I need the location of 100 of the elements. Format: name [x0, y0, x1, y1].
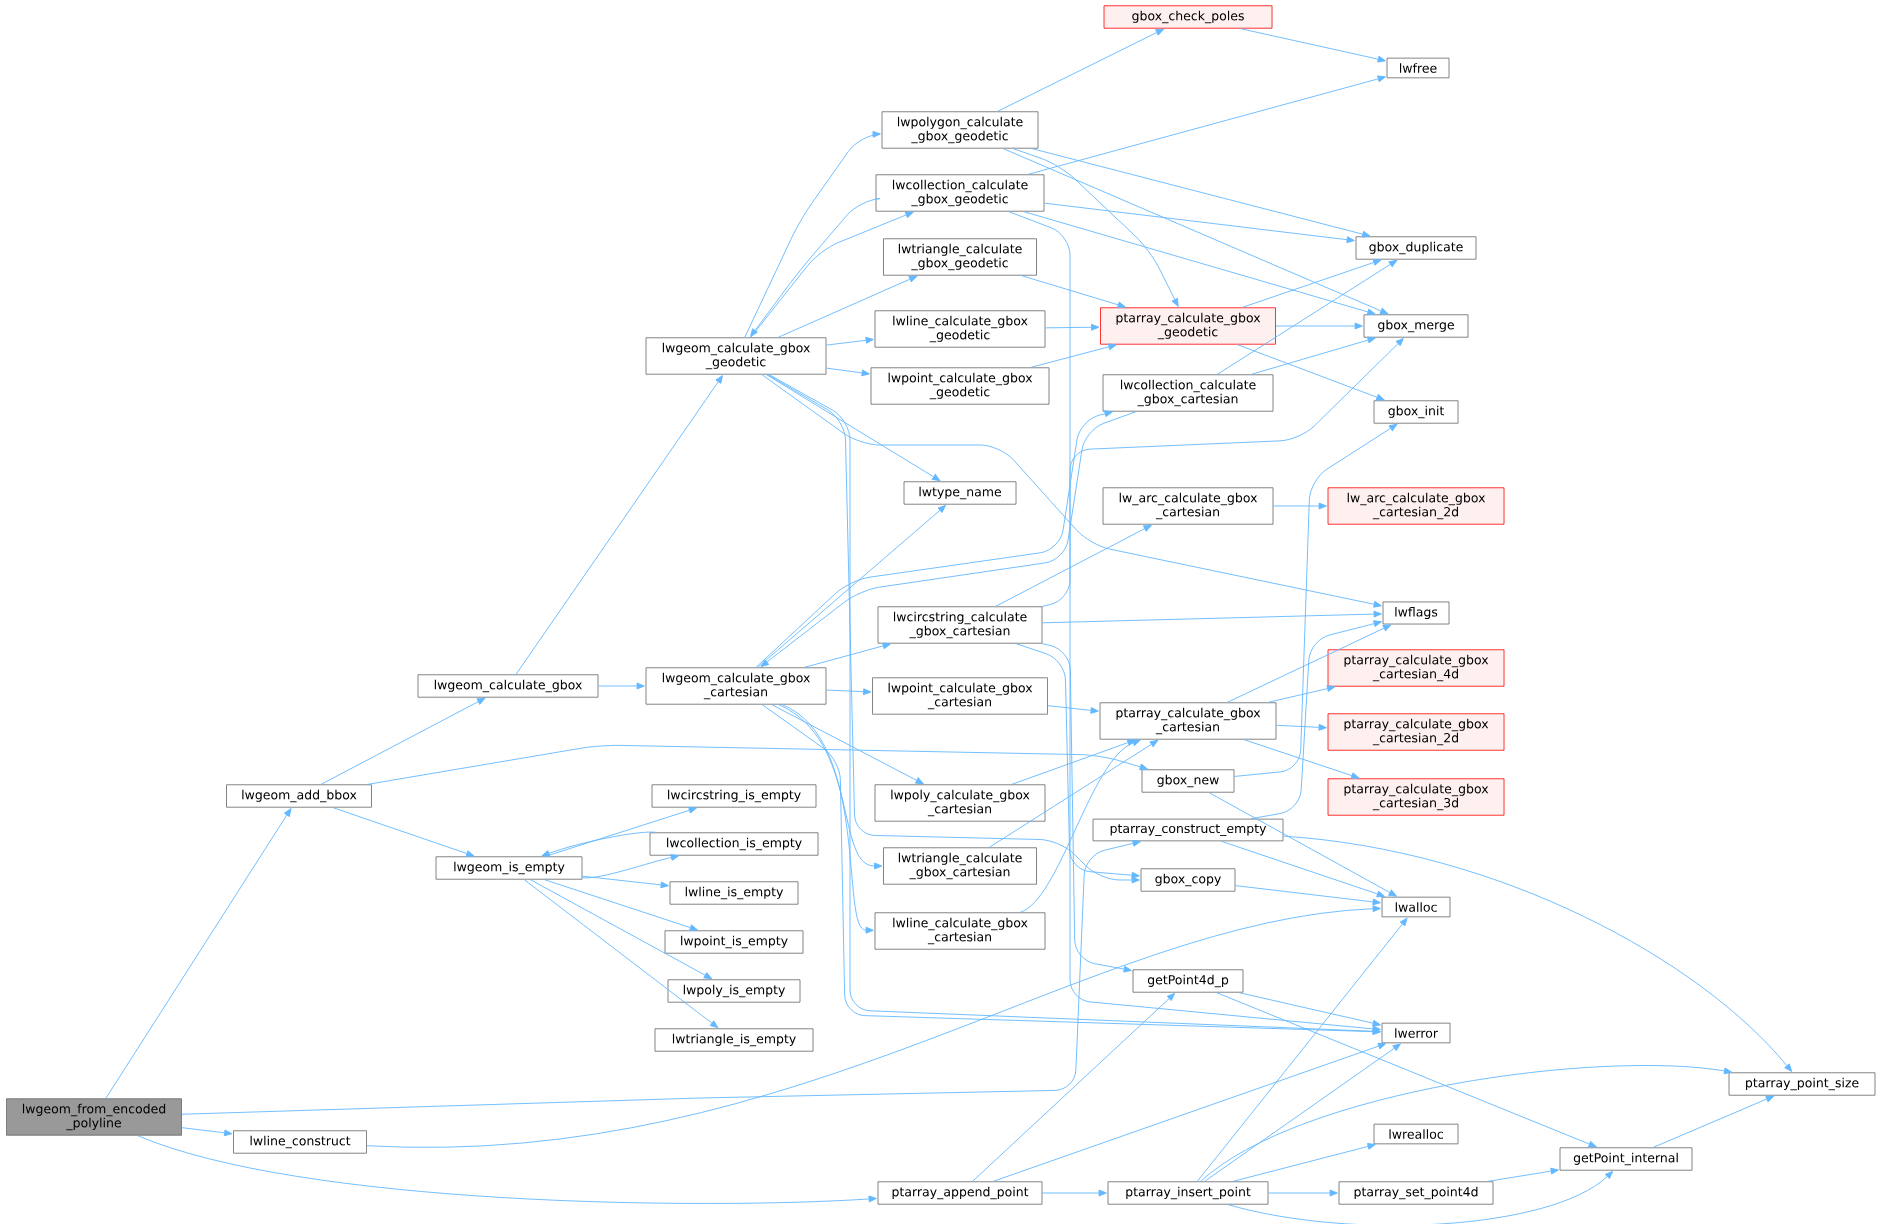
arrow [332, 807, 475, 857]
arrow [771, 704, 924, 785]
function-box: lwline_calculate_gbox _geodetic [874, 310, 1046, 348]
arrow [765, 374, 941, 482]
arrow [1023, 211, 1376, 316]
arrow [1652, 1095, 1775, 1148]
arrow [825, 688, 872, 696]
function-box: lwpolygon_calculate _gbox_geodetic [881, 111, 1039, 149]
arrow [1282, 835, 1793, 1072]
arrow [1220, 840, 1385, 898]
function-box: lw_arc_calculate_gbox _cartesian_2d [1327, 487, 1505, 525]
arrow [988, 739, 1159, 848]
arrow [992, 1042, 1387, 1182]
arrow [997, 28, 1164, 112]
arrow [1275, 322, 1363, 330]
function-box: lwgeom_calculate_gbox [417, 674, 599, 698]
arrow [1200, 1065, 1733, 1182]
arrow [1041, 610, 1382, 624]
function-box: gbox_new [1141, 769, 1235, 793]
function-box: lwgeom_calculate_gbox _geodetic [645, 337, 827, 375]
arrow [1250, 620, 1382, 820]
arrow [750, 198, 881, 337]
arrow [1019, 739, 1141, 913]
arrow [1216, 259, 1398, 375]
arrow [1041, 1189, 1107, 1197]
arrow [744, 130, 881, 338]
function-box: lwgeom_calculate_gbox _cartesian [645, 667, 827, 705]
function-box: lwtriangle_calculate _gbox_cartesian [883, 847, 1037, 885]
arrow [777, 275, 918, 338]
function-box: getPoint4d_p [1132, 969, 1244, 993]
function-box: lwflags [1382, 601, 1450, 625]
arrow [366, 905, 1381, 1147]
function-box: lwpoly_is_empty [667, 979, 801, 1003]
arrow [581, 854, 680, 879]
function-box: lwpoint_is_empty [664, 930, 804, 954]
function-box: gbox_init [1373, 400, 1459, 424]
arrow [1044, 323, 1100, 331]
function-box: lwalloc [1381, 896, 1451, 918]
arrow [1250, 336, 1376, 375]
arrow [803, 642, 891, 668]
function-box: lwtype_name [903, 481, 1017, 505]
arrow [778, 704, 883, 870]
function-box: ptarray_calculate_gbox _cartesian_2d [1327, 713, 1505, 751]
arrow [761, 374, 1382, 608]
arrow [757, 505, 947, 668]
function-box: gbox_merge [1363, 314, 1469, 338]
arrow [1196, 917, 1408, 1182]
function-box: ptarray_point_size [1728, 1072, 1876, 1096]
function-box: lwcollection_is_empty [649, 832, 819, 856]
function-box: lwcircstring_is_empty [651, 784, 817, 808]
function-box: ptarray_calculate_gbox _cartesian [1099, 702, 1277, 740]
arrow [1031, 148, 1371, 238]
arrow [515, 375, 723, 675]
function-box: gbox_check_poles [1103, 5, 1273, 29]
arrow [825, 336, 874, 346]
function-box: lwline_calculate_gbox _cartesian [874, 912, 1046, 950]
arrow [1015, 643, 1140, 879]
function-box: lwtriangle_calculate _gbox_geodetic [883, 238, 1037, 276]
function-box: lwline_is_empty [669, 881, 799, 905]
arrow [523, 879, 719, 1029]
function-box: lwcollection_calculate _gbox_cartesian [1102, 374, 1274, 412]
function-box: lwpoly_calculate_gbox _cartesian [874, 784, 1046, 822]
function-box: lwgeom_is_empty [435, 856, 583, 880]
arrow [1232, 1143, 1376, 1182]
arrow [181, 1127, 233, 1137]
function-box: ptarray_calculate_gbox _cartesian_4d [1327, 649, 1505, 687]
arrow [1216, 992, 1597, 1148]
function-box: lwrealloc [1373, 1123, 1459, 1145]
arrow [1208, 792, 1397, 897]
function-box: lwline_construct [233, 1130, 367, 1154]
arrow [1027, 75, 1386, 175]
arrow [320, 697, 486, 785]
arrow [1267, 685, 1336, 703]
arrow [367, 744, 1148, 785]
function-box: lwtriangle_is_empty [654, 1028, 814, 1052]
arrow [581, 875, 669, 889]
arrow [1030, 343, 1117, 368]
arrow [1021, 275, 1126, 309]
function-box: lwgeom_add_bbox [226, 784, 372, 808]
function-box: gbox_duplicate [1355, 236, 1477, 260]
function-box: ptarray_construct_empty [1092, 818, 1284, 842]
arrow [1041, 643, 1132, 973]
arrow [1242, 259, 1382, 308]
arrow [995, 524, 1152, 607]
arrow [1226, 624, 1392, 703]
function-box: ptarray_calculate_gbox _cartesian_3d [1327, 778, 1505, 816]
function-box: lwfree [1386, 57, 1450, 79]
function-box: ptarray_insert_point [1107, 1181, 1269, 1205]
arrow [761, 704, 1381, 1036]
arrow [1272, 502, 1327, 510]
function-box: gbox_copy [1140, 868, 1236, 892]
arrow [1204, 1043, 1401, 1182]
arrow [972, 993, 1176, 1182]
function-box: lwpoint_calculate_gbox _geodetic [870, 367, 1050, 405]
arrow [105, 808, 292, 1099]
arrow [1043, 202, 1355, 244]
arrow [1267, 1189, 1338, 1197]
arrow [1047, 705, 1099, 714]
function-box: lwgeom_from_encoded _polyline [6, 1098, 182, 1136]
arrow [1243, 739, 1360, 779]
